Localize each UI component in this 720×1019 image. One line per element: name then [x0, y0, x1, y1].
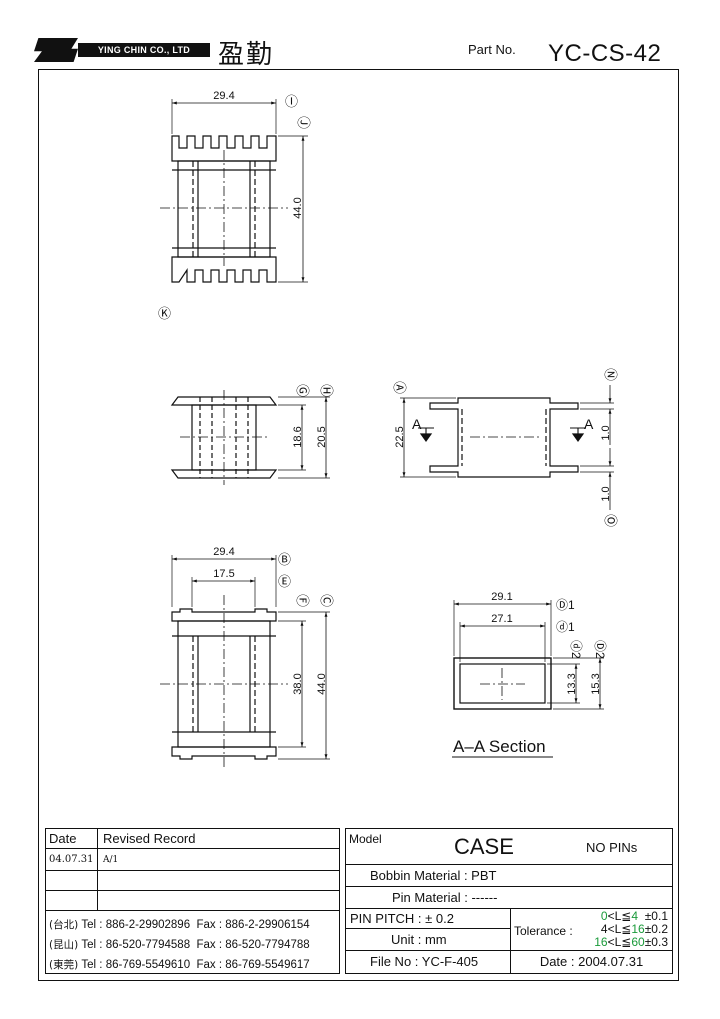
ref-o: Ⓞ	[603, 514, 618, 527]
pin-material: Pin Material : ------	[392, 890, 498, 905]
ref-d1-small: ⓓ1	[556, 620, 575, 634]
top-width-dim: 29.4	[213, 90, 234, 102]
side-d1-dim: 18.6	[292, 426, 304, 447]
part-no: YC-CS-42	[548, 40, 662, 67]
revision-date	[46, 891, 98, 910]
bobbin-material-row: Bobbin Material : PBT	[346, 865, 672, 887]
ref-f: Ⓕ	[295, 594, 310, 607]
spec-table: Model CASE NO PINs Bobbin Material : PBT…	[345, 828, 673, 974]
section-flange2-dim: 1.0	[600, 486, 612, 501]
aa-inner-width-dim: 27.1	[491, 613, 512, 625]
date-header: Date	[46, 829, 98, 848]
top-view	[160, 99, 308, 283]
ref-d2: Ⓓ2	[593, 640, 607, 659]
section-side-view	[400, 385, 614, 510]
pin-material-row: Pin Material : ------	[346, 887, 672, 909]
section-arrow-left: A	[412, 416, 422, 432]
model-label: Model	[349, 832, 382, 846]
bottom-d1-dim: 38.0	[292, 673, 304, 694]
company-logo: YING CHIN CO., LTD	[34, 38, 214, 62]
company-name-cjk: 盈勤	[218, 40, 275, 70]
logo-mark-icon	[34, 38, 78, 62]
bottom-inner-dim: 17.5	[213, 568, 234, 580]
revision-row	[46, 871, 339, 891]
ref-i: Ⓘ	[285, 94, 298, 109]
aa-section-caption: A–A Section	[453, 737, 546, 756]
aa-outer-height-dim: 15.3	[590, 673, 602, 694]
record-header: Revised Record	[103, 831, 196, 846]
contact-kunshan: (昆山) Tel : 86-520-7794588 Fax : 86-520-7…	[49, 939, 310, 951]
date: Date : 2004.07.31	[539, 954, 644, 969]
contact-taipei: (台北) Tel : 886-2-29902896 Fax : 886-2-29…	[49, 919, 310, 931]
section-flange1-dim: 1.0	[600, 425, 612, 440]
section-arrow-right: A	[584, 416, 594, 432]
bobbin-material: Bobbin Material : PBT	[370, 868, 497, 883]
revision-row: 04.07.31 A/1	[46, 849, 339, 871]
tolerance-label: Tolerance :	[514, 924, 573, 938]
aa-section-view	[452, 600, 604, 758]
bottom-d2-dim: 44.0	[316, 673, 328, 694]
ref-n: Ⓝ	[603, 368, 618, 381]
ref-k: Ⓚ	[158, 306, 171, 321]
ref-d2-small: ⓓ2	[569, 640, 583, 659]
file-no: File No : YC-F-405	[370, 954, 479, 969]
model-row: Model CASE NO PINs	[346, 829, 672, 865]
revision-table: Date Revised Record 04.07.31 A/1 (台北) Te…	[45, 828, 340, 974]
ref-e: Ⓔ	[278, 574, 291, 589]
revision-date	[46, 871, 98, 890]
ref-h: Ⓗ	[319, 384, 334, 397]
company-name: YING CHIN CO., LTD	[78, 43, 210, 57]
revision-record: A/1	[103, 855, 119, 865]
tolerance-values: 0<L≦4 ±0.1 4<L≦16±0.2 16<L≦60±0.3	[594, 909, 668, 949]
ref-d1: Ⓓ1	[556, 598, 575, 612]
ref-j: Ⓙ	[296, 116, 311, 129]
ref-a: Ⓐ	[392, 381, 407, 394]
ref-c: Ⓒ	[319, 594, 334, 607]
pins-value: NO PINs	[586, 840, 638, 855]
unit: Unit : mm	[346, 929, 510, 951]
bottom-width-dim: 29.4	[213, 546, 234, 558]
ref-g: Ⓖ	[295, 384, 310, 397]
model-value: CASE	[454, 834, 514, 859]
section-height-dim: 22.5	[394, 426, 406, 447]
revision-row	[46, 891, 339, 911]
top-height-dim: 44.0	[292, 197, 304, 218]
revision-date: 04.07.31	[46, 849, 98, 870]
aa-outer-width-dim: 29.1	[491, 591, 512, 603]
contact-dongguan: (東莞) Tel : 86-769-5549610 Fax : 86-769-5…	[49, 959, 310, 971]
drawing-frame	[38, 69, 679, 981]
side-d2-dim: 20.5	[316, 426, 328, 447]
bottom-view	[160, 555, 330, 768]
tolerance-cell: Tolerance : 0<L≦4 ±0.1 4<L≦16±0.2 16<L≦6…	[511, 909, 672, 951]
part-no-label: Part No.	[468, 42, 516, 57]
side-view	[170, 390, 330, 485]
ref-b: Ⓑ	[278, 552, 291, 567]
pin-pitch: PIN PITCH : ± 0.2	[346, 909, 510, 929]
aa-inner-height-dim: 13.3	[566, 673, 578, 694]
